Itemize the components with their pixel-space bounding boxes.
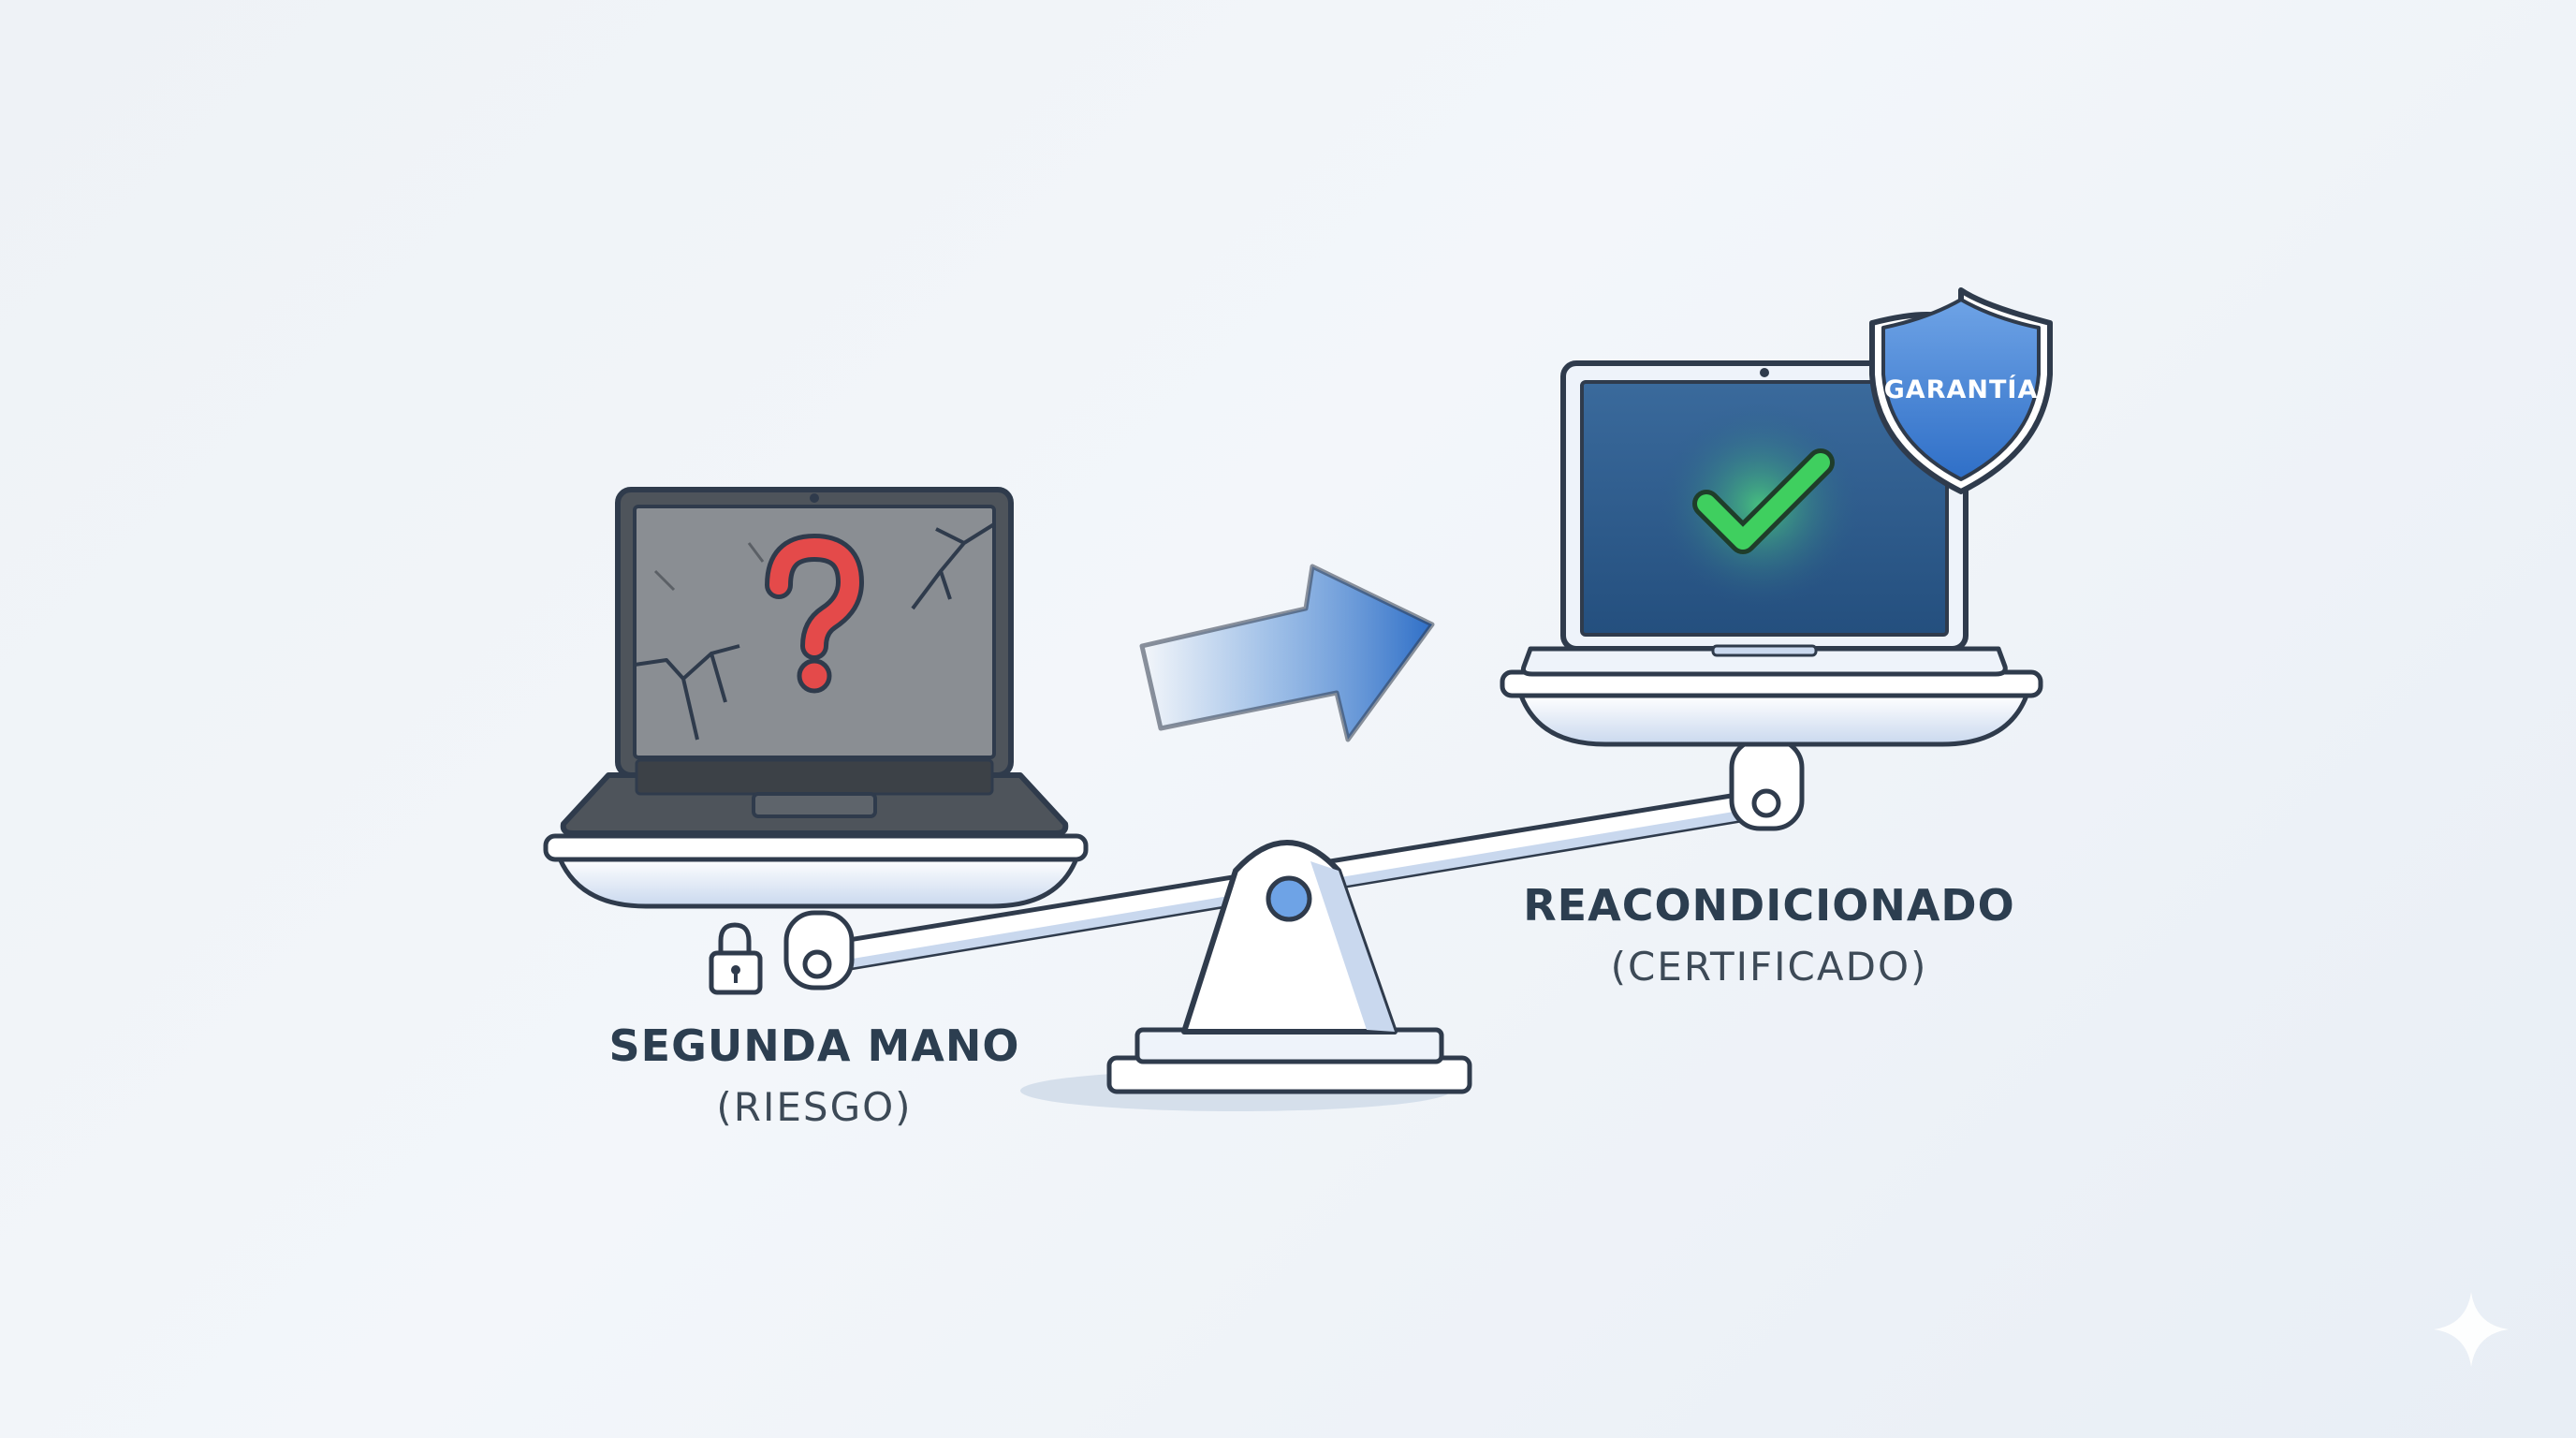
lock-icon	[709, 922, 763, 995]
label-left-title: SEGUNDA MANO	[608, 1020, 1020, 1071]
arrow-right-icon	[1139, 564, 1435, 742]
label-reacondicionado: REACONDICIONADO (CERTIFICADO)	[1488, 880, 2050, 990]
label-segunda-mano: SEGUNDA MANO (RIESGO)	[580, 1020, 1048, 1130]
scale-fulcrum	[1106, 840, 1472, 1094]
scale-pan-left	[543, 833, 1089, 990]
label-right-subtitle: (CERTIFICADO)	[1610, 944, 1928, 990]
checkmark-icon	[1692, 448, 1835, 554]
sparkle-icon	[2434, 1292, 2509, 1367]
question-mark-icon	[765, 533, 865, 694]
shield-icon: GARANTÍA	[1869, 287, 2053, 494]
label-right-title: REACONDICIONADO	[1523, 880, 2015, 931]
shield-label: GARANTÍA	[1884, 374, 2039, 404]
label-left-subtitle: (RIESGO)	[716, 1084, 913, 1130]
scale-pan-right	[1500, 669, 2043, 831]
